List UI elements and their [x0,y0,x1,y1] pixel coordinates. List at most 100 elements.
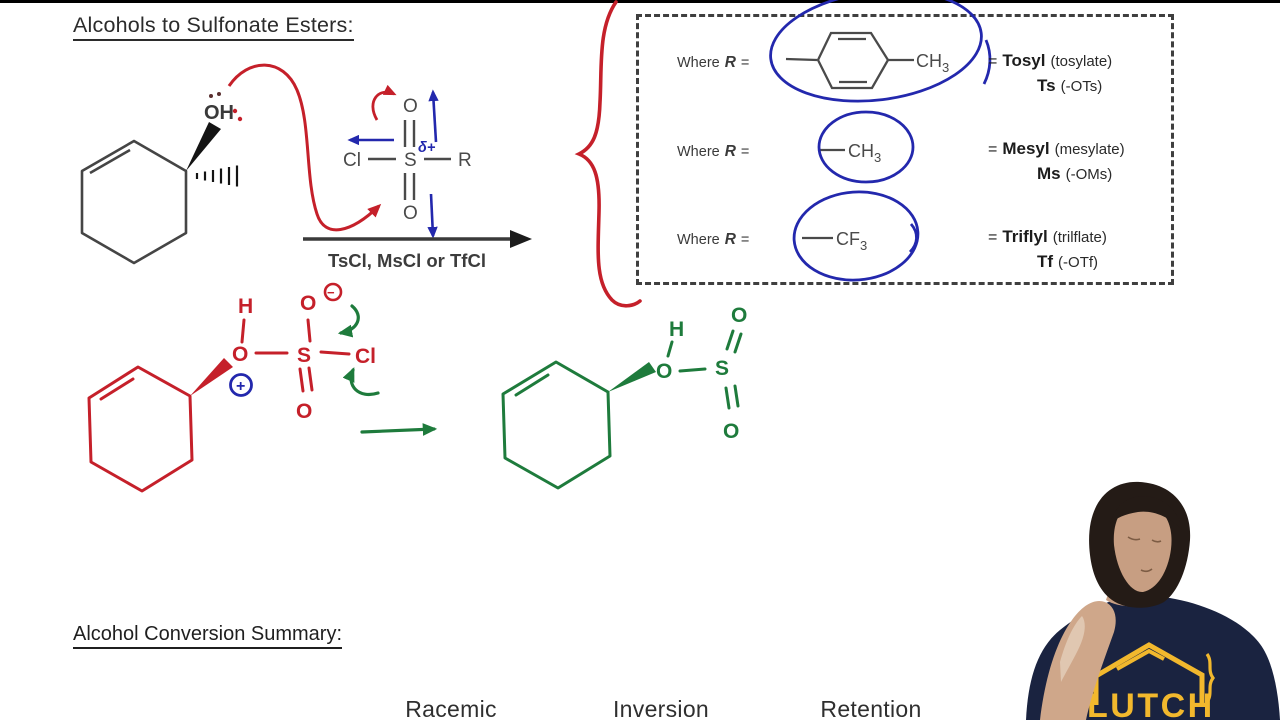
summary-column-retention: Retention [820,696,922,720]
intermediate-ring [87,365,194,493]
abbr: Tf [1037,252,1054,271]
product-structure [501,329,743,490]
summary-column-inversion: Inversion [612,696,710,720]
equals-sign: = [988,229,998,246]
curved-arrow-o-top [371,84,397,121]
triflyl-abbreviation: Tf(-OTf) [1037,252,1098,272]
r-group-definition-box [636,14,1174,285]
equals-sign: = [988,141,998,158]
group-name: Mesyl [1002,139,1050,158]
logo-inner-chevron [1116,648,1165,671]
top-letterbox-bar [0,0,1280,3]
r-symbol: R [724,143,736,160]
cyclohexene-ring [80,139,188,265]
logo-house-outline [1093,642,1205,705]
abbr-note: (-OTf) [1058,254,1099,271]
group-name: Tosyl [1002,51,1046,70]
reaction-arrow [303,230,532,248]
product-wedge [608,362,656,392]
delta-plus-label: δ+ [418,140,436,156]
equals-sign: = [740,55,750,71]
red-curly-brace [574,0,642,308]
plus-charge-icon: + [229,373,253,397]
product-s-label: S [715,357,729,380]
r-symbol: R [724,54,736,71]
product-ring-double-bond [514,373,550,397]
o-bottom-label: O [403,203,418,224]
polarity-arrows [347,89,439,239]
group-note: (trilflate) [1052,229,1107,246]
summary-heading: Alcohol Conversion Summary: [73,623,342,649]
triflyl-cf3-label: CF3 [836,229,867,253]
equals-sign: = [740,144,750,160]
abbr: Ts [1037,76,1056,95]
reactant-cyclohexenol-structure [80,122,239,265]
group-note: (tosylate) [1050,53,1113,70]
summary-column-racemic: Racemic [405,696,497,720]
equals-sign: = [988,53,998,70]
presenter-face-features [1127,536,1162,573]
presenter-arm [1040,600,1116,720]
presenter-face [1113,502,1172,593]
intermediate-wedge [190,358,233,396]
abbr-note: (-OTs) [1060,78,1103,95]
intermediate-s-label: S [297,344,311,367]
group-name: Triflyl [1002,227,1048,246]
mesyl-methyl-label: CH3 [848,141,881,165]
mesyl-definition: =Mesyl(mesylate) [988,139,1125,159]
product-ring [501,360,612,490]
curved-arrow-cl-leaves [342,367,380,396]
shirt-text: LUTCH [1087,687,1215,720]
svg-text:+: + [236,378,245,395]
product-h-label: H [669,318,684,341]
where-label: Where [677,55,720,71]
where-label: Where [677,144,720,160]
intermediate-o-label: O [232,343,248,366]
hydroxyl-label: OH [204,102,234,124]
presenter-fringe [1110,496,1182,530]
tosyl-methyl-label: CH3 [916,51,949,75]
svg-text:−: − [327,285,335,300]
tosyl-definition: =Tosyl(tosylate) [988,51,1112,71]
reagents-label: TsCl, MsCl or TfCl [328,250,486,271]
intermediate-cl-label: Cl [355,345,376,368]
o-top-label: O [403,96,418,117]
tosyl-structure [785,31,914,90]
mesyl-abbreviation: Ms(-OMs) [1037,164,1112,184]
product-o-label: O [656,360,672,383]
sulfonyl-chloride-structure: Cl S R O O δ+ [343,84,472,239]
tosyl-circle-annotation [769,0,992,103]
hashed-methyl-bond [195,165,239,187]
triflyl-definition: =Triflyl(trilflate) [988,227,1107,247]
intermediate-o-top-label: O [300,292,316,315]
lone-pair-dots [209,92,243,122]
mesyl-circle-annotation [817,110,915,184]
group-note: (mesylate) [1054,141,1125,158]
intermediate-structure [87,318,351,493]
tosyl-abbreviation: Ts(-OTs) [1037,76,1102,96]
where-label: Where [677,232,720,248]
minus-charge-icon: − [323,282,343,302]
abbr: Ms [1037,164,1061,183]
page-title: Alcohols to Sulfonate Esters: [73,13,354,41]
cl-label: Cl [343,150,361,171]
green-mechanism-arrows [337,304,438,436]
equals-sign: = [740,232,750,248]
logo-zigzag [1205,653,1215,703]
ring-double-bond [89,148,131,175]
abbr-note: (-OMs) [1065,166,1113,183]
forward-arrow [360,423,438,436]
product-o-top-label: O [731,304,747,327]
curved-arrow-oh-attack [227,63,382,232]
product-o-bottom-label: O [723,420,739,443]
presenter-arm-highlight [1060,616,1085,682]
wedge-bond-oh [186,122,221,171]
s-label: S [404,150,417,171]
presenter-webcam: LUTCH [1026,481,1280,720]
intermediate-h-label: H [238,295,253,318]
